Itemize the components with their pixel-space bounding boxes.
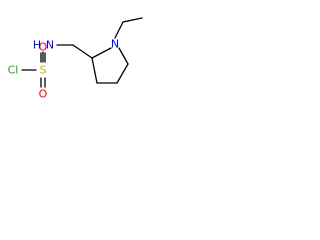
structural-formula: Cl S O O H N N: [8, 17, 143, 101]
bond-c5-c4: [116, 63, 129, 84]
bond-c2-n1: [91, 47, 112, 59]
atom-labels: Cl S O O H N N: [8, 38, 119, 101]
bond-c3-c2: [91, 57, 98, 84]
atom-sulfur: S: [40, 64, 47, 77]
atom-oxygen-top: O: [39, 41, 48, 54]
bond-n1-c5: [118, 47, 129, 65]
bond-ethyl-ch2-ch3: [122, 17, 143, 23]
atom-hydrogen-amide: H: [33, 39, 41, 52]
bond-n1-ethyl-ch2: [114, 21, 124, 39]
atom-nitrogen-amide: N: [46, 39, 54, 52]
atom-nitrogen-ring: N: [111, 38, 119, 51]
atom-oxygen-bottom: O: [39, 88, 48, 101]
bonds: [21, 17, 143, 88]
atom-chlorine: Cl: [8, 64, 19, 77]
bond-ch2-c2: [72, 44, 93, 59]
